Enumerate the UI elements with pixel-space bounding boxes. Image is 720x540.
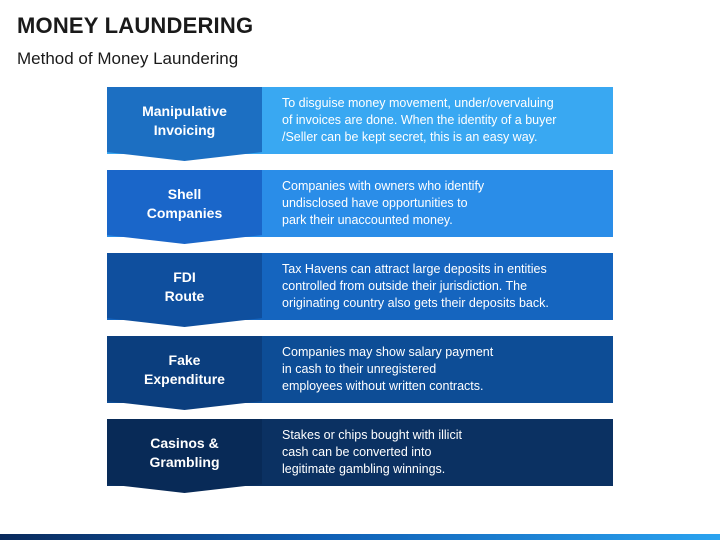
method-label: FDI Route (164, 268, 205, 304)
method-description: Stakes or chips bought with illicit cash… (282, 428, 462, 476)
method-label: Casinos & Grambling (149, 434, 220, 470)
footer-accent-bar (0, 534, 720, 540)
method-row-casinos-grambling: Casinos & Grambling Stakes or chips boug… (107, 419, 613, 493)
method-row-manipulative-invoicing: Manipulative Invoicing To disguise money… (107, 87, 613, 161)
method-label: Manipulative Invoicing (142, 102, 227, 138)
method-label-tab (107, 87, 262, 161)
method-row-fake-expenditure: Fake Expenditure Companies may show sala… (107, 336, 613, 410)
method-description: Tax Havens can attract large deposits in… (282, 262, 549, 310)
method-label-tab (107, 253, 262, 327)
method-row-shell-companies: Shell Companies Companies with owners wh… (107, 170, 613, 244)
method-description: Companies may show salary payment in cas… (282, 345, 494, 393)
method-label: Fake Expenditure (144, 351, 225, 387)
method-label-tab (107, 170, 262, 244)
method-label: Shell Companies (146, 185, 223, 221)
page-title: MONEY LAUNDERING (17, 13, 254, 38)
method-label-tab (107, 419, 262, 493)
method-row-fdi-route: FDI Route Tax Havens can attract large d… (107, 253, 613, 327)
method-description: Companies with owners who identify undis… (282, 179, 485, 227)
method-label-tab (107, 336, 262, 410)
method-description: To disguise money movement, under/overva… (282, 96, 557, 144)
page-subtitle: Method of Money Laundering (17, 49, 239, 68)
